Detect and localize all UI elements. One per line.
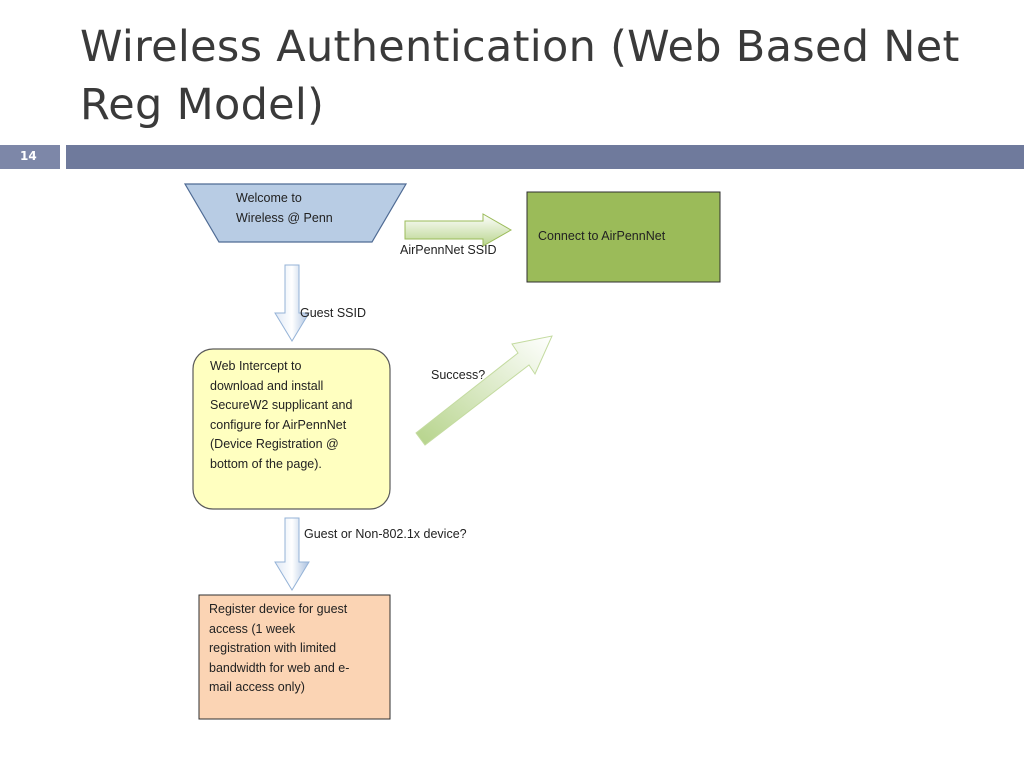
arrow-down-2 bbox=[274, 517, 310, 591]
connect-box bbox=[526, 191, 721, 283]
title-underline-bar bbox=[66, 145, 1024, 169]
slide-number: 14 bbox=[20, 149, 37, 163]
slide-title: Wireless Authentication (Web Based Net R… bbox=[80, 22, 960, 130]
airpennnet-ssid-label: AirPennNet SSID bbox=[400, 243, 497, 257]
arrow-down-1 bbox=[274, 264, 310, 342]
intercept-box bbox=[192, 348, 391, 510]
arrow-diagonal bbox=[415, 335, 553, 446]
connect-label: Connect to AirPennNet bbox=[538, 229, 666, 243]
welcome-label: Welcome to Wireless @ Penn bbox=[236, 191, 333, 225]
register-box bbox=[198, 594, 391, 720]
intercept-label: Web Intercept to download and install Se… bbox=[210, 359, 353, 471]
guest-ssid-label: Guest SSID bbox=[300, 306, 366, 320]
guest-device-label: Guest or Non-802.1x device? bbox=[304, 527, 467, 541]
arrow-right bbox=[404, 213, 513, 247]
success-label: Success? bbox=[431, 368, 486, 382]
welcome-shape bbox=[183, 183, 408, 243]
slide-number-box: 14 bbox=[0, 145, 60, 169]
register-label: Register device for guest access (1 week… bbox=[209, 602, 350, 694]
